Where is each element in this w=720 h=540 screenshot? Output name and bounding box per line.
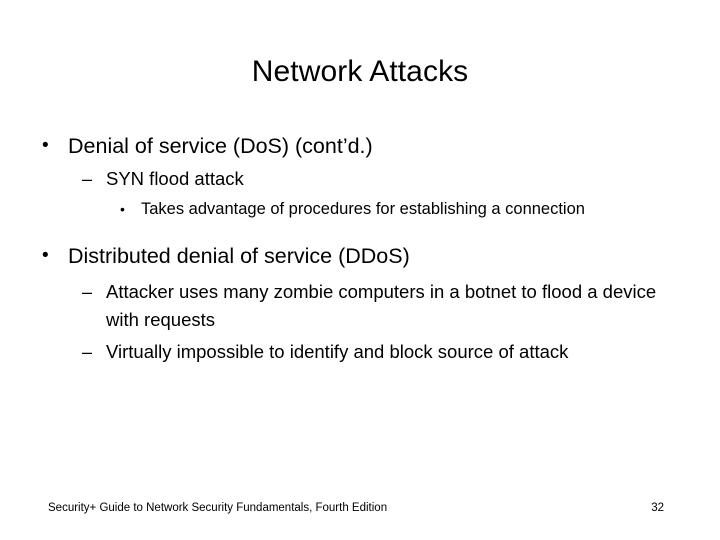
bullet-level3: • Takes advantage of procedures for esta… bbox=[120, 197, 690, 222]
bullet-text: Denial of service (DoS) (cont’d.) bbox=[68, 134, 373, 158]
bullet-text: Takes advantage of procedures for establ… bbox=[141, 200, 585, 218]
bullet-text: Virtually impossible to identify and blo… bbox=[106, 341, 569, 362]
bullet-dot-small-icon: • bbox=[120, 201, 125, 217]
bullet-text: Distributed denial of service (DDoS) bbox=[68, 244, 410, 268]
bullet-dot-icon: • bbox=[42, 245, 49, 266]
footer-source-text: Security+ Guide to Network Security Fund… bbox=[48, 502, 388, 514]
slide-footer: Security+ Guide to Network Security Fund… bbox=[48, 501, 672, 516]
bullet-dash-icon: – bbox=[82, 282, 93, 302]
bullet-text: Attacker uses many zombie computers in a… bbox=[106, 281, 657, 330]
bullet-dash-icon: – bbox=[82, 342, 93, 362]
page-number: 32 bbox=[651, 502, 664, 514]
bullet-level1: • Denial of service (DoS) (cont’d.) bbox=[42, 131, 690, 161]
bullet-dash-icon: – bbox=[82, 169, 93, 189]
bullet-level1: • Distributed denial of service (DDoS) bbox=[42, 241, 690, 271]
bullet-level2: – Attacker uses many zombie computers in… bbox=[82, 278, 690, 334]
bullet-text: SYN flood attack bbox=[106, 168, 244, 189]
page-title: Network Attacks bbox=[251, 55, 469, 88]
slide-body: • Denial of service (DoS) (cont’d.) – SY… bbox=[42, 131, 690, 366]
bullet-dot-icon: • bbox=[42, 135, 49, 156]
bullet-level2: – Virtually impossible to identify and b… bbox=[82, 338, 690, 366]
bullet-level2: – SYN flood attack bbox=[82, 165, 690, 193]
